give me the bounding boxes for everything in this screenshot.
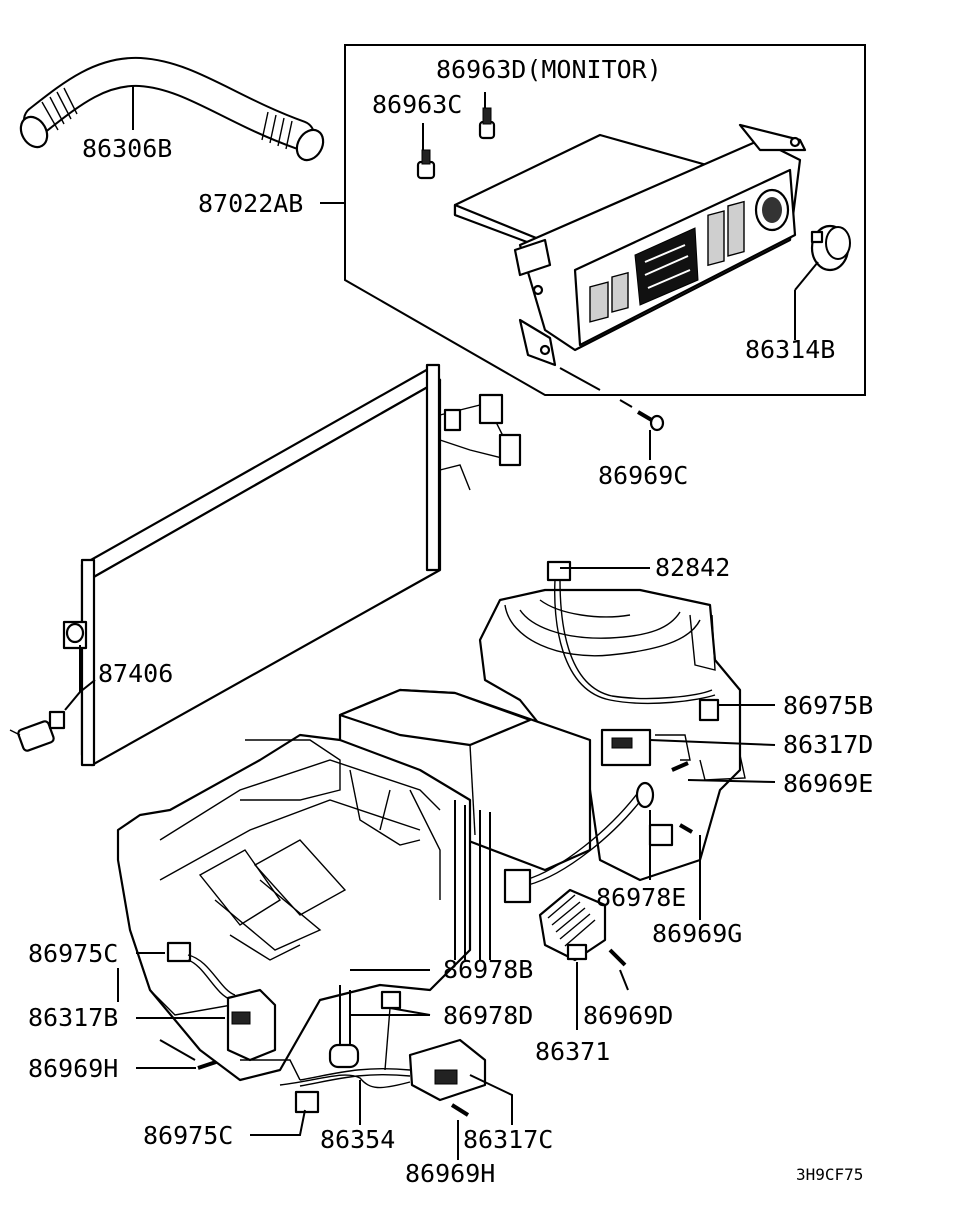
leader-lines [64,85,819,1160]
bulb-86963C [416,149,436,180]
bulb-86963D [478,107,496,140]
screw-86969C [559,367,665,432]
label-82842: 82842 [655,553,730,582]
actuator-86317D [600,728,652,767]
label-86969G: 86969G [652,919,742,948]
label-87406: 87406 [98,659,173,688]
label-86963D: 86963D(MONITOR) [436,55,662,84]
harness-86354 [279,1074,411,1089]
label-86969C: 86969C [598,461,688,490]
label-86978E: 86978E [596,883,686,912]
label-86317D: 86317D [783,730,873,759]
sensor-plug [9,710,66,752]
label-86969H-bottom: 86969H [405,1159,495,1188]
callout-labels: 86306B 87022AB 86963D(MONITOR) 86963C 86… [28,55,873,1188]
label-86963C: 86963C [372,90,462,119]
actuator-86317C [299,1038,487,1117]
sensor-86978D [328,985,402,1071]
label-86978D: 86978D [443,1001,533,1030]
wire-harness [503,560,716,904]
blower-motor [538,888,607,962]
condenser [9,363,522,767]
label-86969E: 86969E [783,769,873,798]
diagram-code: 3H9CF75 [796,1165,863,1184]
label-86317B: 86317B [28,1003,118,1032]
label-86975B: 86975B [783,691,873,720]
label-86317C: 86317C [463,1125,553,1154]
label-86975C-bottom: 86975C [143,1121,233,1150]
hvac-unit [116,560,746,1082]
label-86969H-left: 86969H [28,1054,118,1083]
label-86354: 86354 [320,1125,395,1154]
control-panel-group [344,44,866,396]
label-86371: 86371 [535,1037,610,1066]
actuator-86317B [166,941,301,1081]
label-86975C-top: 86975C [28,939,118,968]
drain-hose [19,56,325,162]
label-87022AB: 87022AB [198,189,303,218]
connector-86975C [294,1090,320,1114]
label-86314B: 86314B [745,335,835,364]
label-86978B: 86978B [443,955,533,984]
knob-86314B [810,224,851,272]
label-86306B: 86306B [82,134,172,163]
label-86969D: 86969D [583,1001,673,1030]
